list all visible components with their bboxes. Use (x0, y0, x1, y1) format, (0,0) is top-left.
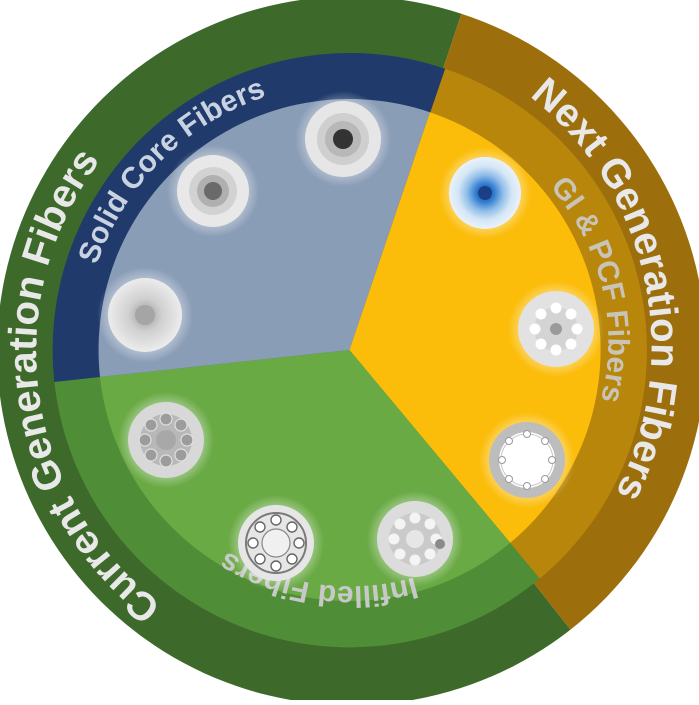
hollow-core-pcf-icon (479, 412, 575, 508)
graded-index-fiber-icon (439, 147, 531, 239)
solid-core-fiber-icon (97, 267, 193, 363)
infilled-fiber-icon (118, 392, 214, 488)
infilled-fiber-icon (367, 491, 463, 587)
infilled-fiber-icon (228, 495, 324, 591)
solid-core-fiber-icon (167, 145, 259, 237)
photonic-crystal-fiber-icon (508, 281, 604, 377)
solid-core-fiber-icon (295, 91, 391, 187)
